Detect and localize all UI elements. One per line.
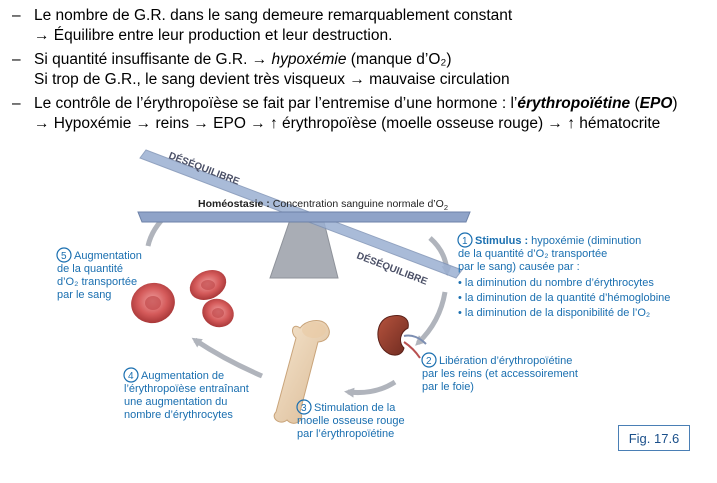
step-5-line-4: par le sang (57, 289, 111, 301)
step-4-number: 4 (128, 371, 134, 382)
step-1-line-1: Stimulus :hypoxémie (diminution (475, 235, 641, 247)
erythropoietine-term: érythropoïétine (517, 95, 631, 112)
kidney-illustration (377, 315, 427, 359)
red-blood-cells-illustration (131, 269, 234, 328)
bullet-2-text-a: Si quantité insuffisante de G.R. → (34, 51, 272, 68)
homeostasie-text: Concentration sanguine normale d’O (273, 198, 444, 210)
step-2-number: 2 (426, 356, 432, 367)
bullet-3: – Le contrôle de l’érythropoïèse se fait… (12, 94, 712, 134)
step-4-line-1: Augmentation de (141, 370, 224, 382)
red-blood-cell (201, 280, 215, 290)
hypoxemie-term: hypoxémie (271, 51, 347, 68)
figure-label: Fig. 17.6 (618, 425, 690, 451)
bullet-list: – Le nombre de G.R. dans le sang demeure… (12, 6, 712, 138)
step-1-bullet-3: • la diminution de la disponibilité de l… (458, 307, 650, 319)
step-2-line-3: par le foie) (422, 381, 474, 393)
homeostasie-label: Homéostasie :Concentration sanguine norm… (198, 198, 448, 212)
bullet-1: – Le nombre de G.R. dans le sang demeure… (12, 6, 712, 46)
bullet-3-text-b: ( (630, 95, 640, 112)
bullet-dash: – (12, 7, 21, 24)
bullet-dash: – (12, 51, 21, 68)
step-1-bullet-2: • la diminution de la quantité d’hémoglo… (458, 292, 670, 304)
flow-arrow-3-to-4 (191, 337, 263, 379)
bullet-1-line-2: → Équilibre entre leur production et leu… (34, 27, 393, 44)
step-5-number: 5 (61, 251, 67, 262)
bullet-3-text-c: ) (672, 95, 678, 112)
step-1-number: 1 (462, 236, 468, 247)
step-1-line-2: de la quantité d’O₂ transportée (458, 248, 607, 260)
red-blood-cell (145, 296, 161, 310)
bullet-3-line-1: Le contrôle de l’érythropoïèse se fait p… (34, 94, 678, 114)
step-4-line-4: nombre d’érythrocytes (124, 409, 233, 421)
step-3-line-2: moelle osseuse rouge (297, 415, 405, 427)
epo-term: EPO (639, 95, 673, 112)
step-5-oxygen-transport: 5 Augmentation de la quantité d’O₂ trans… (56, 247, 142, 301)
step-1-stimulus: 1 Stimulus :hypoxémie (diminution de la … (457, 232, 670, 319)
step-3-line-1: Stimulation de la (314, 402, 396, 414)
bone-illustration (273, 320, 330, 424)
level-plank (137, 211, 471, 223)
red-blood-cell (212, 308, 224, 318)
step-1-text: hypoxémie (diminution (531, 235, 641, 247)
step-5-line-1: Augmentation (74, 250, 142, 262)
step-2-line-1: Libération d’érythropoïétine (439, 355, 572, 367)
bullet-2-text-b: (manque d’O₂) (346, 51, 452, 68)
bullet-dash: – (12, 95, 21, 112)
step-1-title: Stimulus : (475, 235, 528, 247)
step-3-line-3: par l’érythropoïétine (297, 428, 394, 440)
step-3-bone-marrow: 3 Stimulation de la moelle osseuse rouge… (296, 399, 405, 440)
bullet-3-line-2: → Hypoxémie → reins → EPO → ↑ érythropoï… (34, 115, 661, 132)
step-4-line-3: une augmentation du (124, 396, 227, 408)
bullet-1-line-1: Le nombre de G.R. dans le sang demeure r… (34, 7, 513, 24)
bullet-3-text-a: Le contrôle de l’érythropoïèse se fait p… (34, 95, 518, 112)
step-2-line-2: par les reins (et accessoirement (422, 368, 578, 380)
step-3-number: 3 (301, 403, 307, 414)
flow-arrow-1-to-2 (415, 291, 448, 346)
bullet-2-line-1: Si quantité insuffisante de G.R. → hypox… (34, 50, 510, 70)
step-2-kidneys: 2 Libération d’érythropoïétine par les r… (421, 352, 578, 393)
bullet-2: – Si quantité insuffisante de G.R. → hyp… (12, 50, 712, 90)
homeostasie-subscript: 2 (444, 203, 448, 212)
step-4-line-2: l’érythropoïèse entraînant (124, 383, 249, 395)
step-4-erythropoiesis: 4 Augmentation de l’érythropoïèse entraî… (123, 367, 249, 421)
flow-arrow-2-to-3 (344, 379, 397, 398)
bullet-2-line-2: Si trop de G.R., le sang devient très vi… (34, 71, 510, 88)
step-5-line-2: de la quantité (57, 263, 123, 275)
step-1-line-3: par le sang) causée par : (458, 261, 580, 273)
step-1-bullet-1: • la diminution du nombre d’érythrocytes (458, 277, 654, 289)
step-5-line-3: d’O₂ transportée (57, 276, 137, 288)
homeostasie-title: Homéostasie : (198, 198, 270, 210)
